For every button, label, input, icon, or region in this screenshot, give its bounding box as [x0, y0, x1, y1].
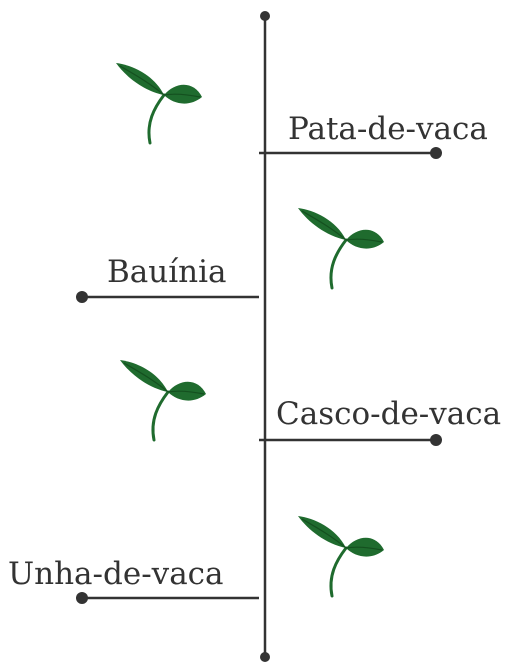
axis-top-dot — [260, 11, 270, 21]
branch-end-dot — [76, 291, 88, 303]
branch-end-dot — [430, 434, 442, 446]
sprout-icon — [296, 206, 386, 290]
branch-casco-de-vaca: Casco-de-vaca — [259, 396, 501, 446]
branch-label: Casco-de-vaca — [276, 396, 501, 432]
sprout-icon — [114, 61, 204, 145]
branch-bauinia: Bauínia — [76, 254, 259, 303]
branch-label: Bauínia — [107, 254, 227, 290]
branch-label: Pata-de-vaca — [288, 111, 488, 147]
branch-end-dot — [430, 147, 442, 159]
branch-unha-de-vaca: Unha-de-vaca — [8, 556, 259, 604]
sprout-icon — [296, 514, 386, 598]
branch-label: Unha-de-vaca — [8, 556, 224, 592]
axis-bottom-dot — [260, 652, 270, 662]
branch-pata-de-vaca: Pata-de-vaca — [259, 111, 488, 159]
sprout-icon — [118, 358, 208, 442]
branch-end-dot — [76, 592, 88, 604]
